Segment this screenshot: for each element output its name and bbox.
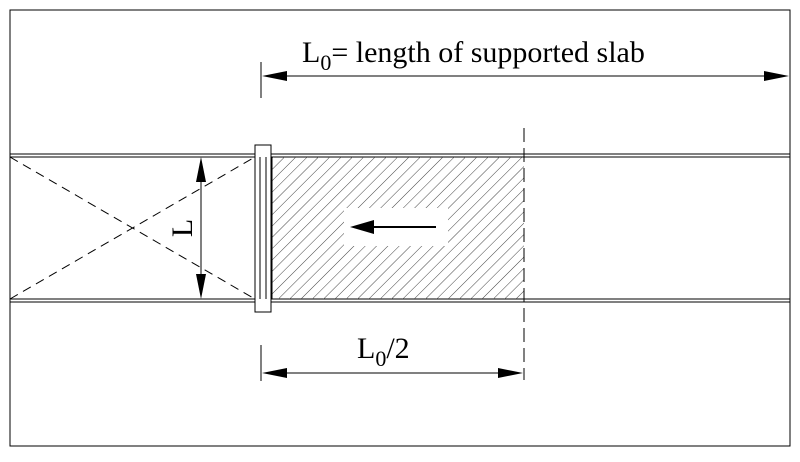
dimension-arrow-icon [498, 368, 523, 378]
top-dimension [260, 62, 789, 98]
bottom-dimension-label: L0/2 [357, 332, 410, 371]
arrow-left-icon [350, 220, 436, 234]
dimension-arrow-icon [764, 71, 789, 81]
drawing-frame [9, 9, 791, 447]
dimension-arrow-icon [196, 274, 206, 299]
support-bearing [254, 144, 272, 313]
width-label: L [166, 219, 199, 237]
dashed-cross [9, 156, 256, 300]
bottom-dimension [260, 345, 523, 381]
dimension-arrow-icon [196, 157, 206, 182]
dimension-arrow-icon [262, 71, 287, 81]
width-dimension [196, 157, 206, 299]
dimension-arrow-icon [262, 368, 287, 378]
top-dimension-label: L0= length of supported slab [302, 36, 645, 75]
